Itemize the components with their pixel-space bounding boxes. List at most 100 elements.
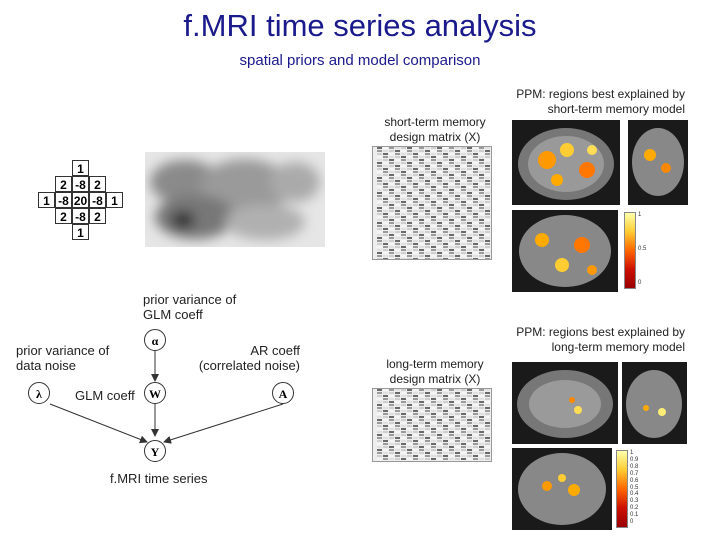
- matrix-cell: [413, 180, 418, 182]
- matrix-cell: [377, 392, 382, 394]
- matrix-cell: [455, 398, 460, 400]
- stm-axial-brain: [512, 210, 618, 292]
- matrix-cell: [407, 446, 412, 448]
- matrix-cell: [407, 180, 412, 182]
- matrix-cell: [377, 389, 382, 391]
- matrix-cell: [395, 443, 400, 445]
- stencil-cell: 2: [55, 208, 72, 224]
- matrix-cell: [473, 195, 478, 197]
- matrix-cell: [389, 392, 394, 394]
- matrix-cell: [383, 452, 388, 454]
- matrix-cell: [455, 422, 460, 424]
- matrix-cell: [461, 234, 466, 236]
- matrix-cell: [485, 404, 490, 406]
- matrix-cell: [437, 162, 442, 164]
- matrix-cell: [461, 240, 466, 242]
- matrix-cell: [383, 392, 388, 394]
- matrix-cell: [437, 228, 442, 230]
- matrix-cell: [437, 440, 442, 442]
- matrix-cell: [449, 216, 454, 218]
- matrix-cell: [449, 458, 454, 460]
- matrix-cell: [467, 156, 472, 158]
- matrix-cell: [425, 204, 430, 206]
- matrix-cell: [419, 153, 424, 155]
- matrix-cell: [395, 174, 400, 176]
- matrix-cell: [473, 410, 478, 412]
- matrix-cell: [449, 213, 454, 215]
- matrix-cell: [425, 246, 430, 248]
- matrix-cell: [413, 395, 418, 397]
- matrix-cell: [383, 395, 388, 397]
- matrix-cell: [437, 168, 442, 170]
- matrix-cell: [419, 434, 424, 436]
- matrix-cell: [431, 243, 436, 245]
- matrix-cell: [395, 159, 400, 161]
- matrix-cell: [377, 183, 382, 185]
- node-alpha: α: [144, 329, 166, 351]
- colorbar-tick: 0.9: [630, 456, 639, 463]
- matrix-cell: [419, 252, 424, 254]
- matrix-cell: [443, 389, 448, 391]
- matrix-cell: [419, 225, 424, 227]
- matrix-cell: [479, 171, 484, 173]
- matrix-cell: [401, 404, 406, 406]
- matrix-cell: [413, 201, 418, 203]
- matrix-cell: [383, 228, 388, 230]
- matrix-cell: [377, 177, 382, 179]
- matrix-cell: [431, 395, 436, 397]
- matrix-cell: [401, 449, 406, 451]
- matrix-cell: [431, 228, 436, 230]
- matrix-cell: [431, 225, 436, 227]
- matrix-cell: [449, 434, 454, 436]
- matrix-cell: [401, 150, 406, 152]
- matrix-cell: [431, 407, 436, 409]
- matrix-cell: [383, 410, 388, 412]
- matrix-cell: [461, 258, 466, 259]
- matrix-cell: [377, 180, 382, 182]
- matrix-cell: [443, 183, 448, 185]
- matrix-cell: [473, 246, 478, 248]
- matrix-cell: [419, 159, 424, 161]
- matrix-cell: [377, 440, 382, 442]
- matrix-cell: [431, 428, 436, 430]
- matrix-cell: [473, 153, 478, 155]
- matrix-cell: [455, 404, 460, 406]
- matrix-cell: [413, 171, 418, 173]
- matrix-cell: [407, 416, 412, 418]
- matrix-cell: [473, 419, 478, 421]
- matrix-cell: [473, 207, 478, 209]
- matrix-cell: [467, 234, 472, 236]
- matrix-cell: [473, 180, 478, 182]
- matrix-cell: [413, 174, 418, 176]
- matrix-cell: [473, 210, 478, 212]
- matrix-cell: [455, 258, 460, 259]
- matrix-cell: [485, 168, 490, 170]
- matrix-cell: [431, 219, 436, 221]
- matrix-cell: [389, 213, 394, 215]
- matrix-cell: [401, 389, 406, 391]
- matrix-cell: [485, 434, 490, 436]
- matrix-cell: [395, 422, 400, 424]
- matrix-cell: [449, 395, 454, 397]
- matrix-cell: [395, 198, 400, 200]
- matrix-cell: [467, 398, 472, 400]
- matrix-cell: [419, 228, 424, 230]
- colorbar-tick: 0: [630, 519, 634, 525]
- matrix-cell: [401, 440, 406, 442]
- matrix-cell: [485, 410, 490, 412]
- matrix-cell: [467, 198, 472, 200]
- matrix-cell: [395, 407, 400, 409]
- matrix-cell: [431, 180, 436, 182]
- matrix-cell: [473, 225, 478, 227]
- matrix-cell: [389, 455, 394, 457]
- matrix-cell: [395, 401, 400, 403]
- matrix-cell: [449, 401, 454, 403]
- matrix-cell: [485, 416, 490, 418]
- matrix-cell: [383, 150, 388, 152]
- matrix-cell: [425, 434, 430, 436]
- matrix-cell: [383, 389, 388, 391]
- matrix-cell: [395, 189, 400, 191]
- stencil-cell: -8: [72, 208, 89, 224]
- matrix-cell: [401, 189, 406, 191]
